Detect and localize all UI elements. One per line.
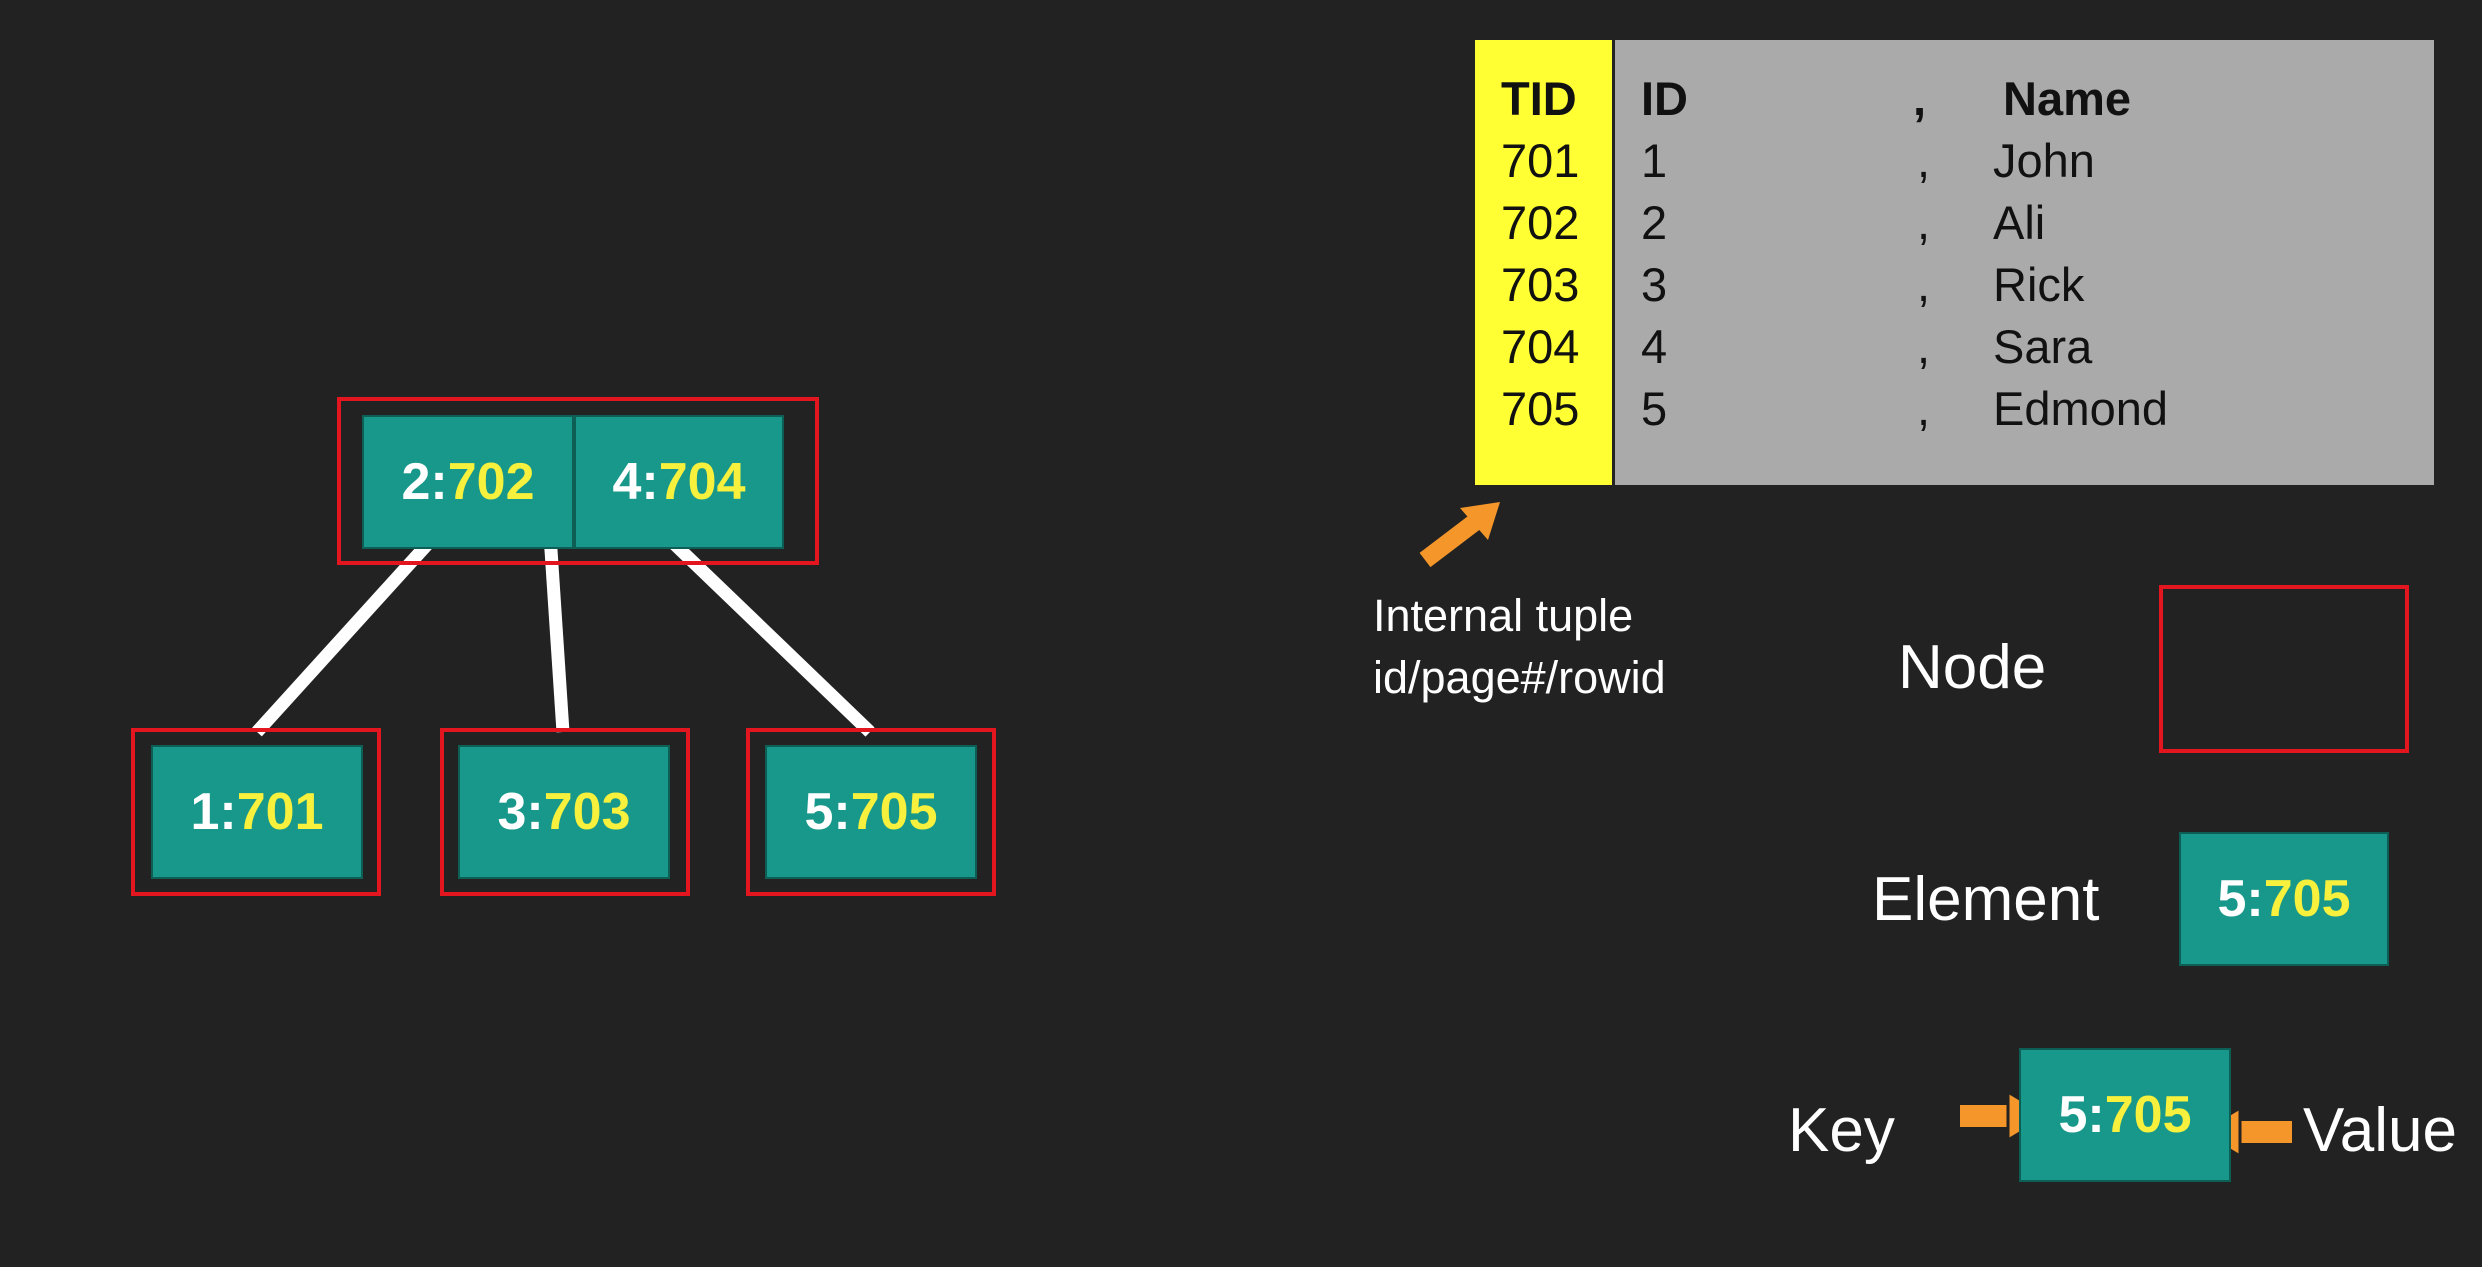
header-tid: TID	[1501, 72, 1577, 125]
element-value: 701	[236, 783, 324, 841]
row-1-tid: 701	[1501, 134, 1580, 187]
table-body	[1615, 40, 2434, 485]
row-5-name: Edmond	[1993, 382, 2169, 435]
leaf-node-5	[746, 728, 996, 896]
element-key: 5	[2058, 1086, 2088, 1144]
legend-node-label: Node	[1898, 633, 2047, 702]
root-element-2: 4:704	[574, 415, 784, 549]
row-3-name: Rick	[1993, 258, 2085, 311]
leaf-node-3	[440, 728, 690, 896]
row-5-sep: ,	[1917, 382, 1931, 435]
row-2-sep: ,	[1917, 196, 1931, 249]
element-value: 705	[2263, 870, 2351, 928]
legend-value-label: Value	[2303, 1096, 2457, 1165]
row-5-id: 5	[1641, 382, 1668, 435]
row-4-id: 4	[1641, 320, 1668, 373]
root-element-1: 2:702	[362, 415, 574, 549]
row-2-tid: 702	[1501, 196, 1580, 249]
annotation-line-1: Internal tuple	[1373, 590, 1634, 641]
edge-root-to-leaf-5	[660, 530, 875, 737]
leaf-element-1: 1:701	[151, 745, 363, 879]
element-value: 705	[850, 783, 938, 841]
legend-element: 5:705	[2179, 832, 2389, 966]
row-1-sep: ,	[1917, 134, 1931, 187]
element-key: 1	[190, 783, 220, 841]
leaf-element-5: 5:705	[765, 745, 977, 879]
legend-element-label: Element	[1872, 865, 2100, 934]
row-4-tid: 704	[1501, 320, 1580, 373]
element-value: 703	[543, 783, 631, 841]
row-3-sep: ,	[1917, 258, 1931, 311]
header-name: Name	[2003, 72, 2132, 125]
row-4-sep: ,	[1917, 320, 1931, 373]
row-5-tid: 705	[1501, 382, 1580, 435]
header-sep: ,	[1913, 72, 1927, 125]
root-node	[337, 397, 819, 565]
row-2-id: 2	[1641, 196, 1668, 249]
element-value: 704	[658, 453, 746, 511]
element-key: 3	[497, 783, 527, 841]
row-4-name: Sara	[1993, 320, 2093, 373]
row-3-tid: 703	[1501, 258, 1580, 311]
element-value: 702	[447, 453, 535, 511]
row-1-name: John	[1993, 134, 2095, 187]
row-3-id: 3	[1641, 258, 1668, 311]
row-1-id: 1	[1641, 134, 1668, 187]
legend-node-box	[2159, 585, 2409, 753]
tid-annotation: Internal tuple id/page#/rowid	[1373, 585, 1666, 709]
element-key: 2	[401, 453, 431, 511]
element-key: 4	[612, 453, 642, 511]
tuple-table: TID ID , Name 701 1 , John 702 2 , Ali 7…	[1475, 40, 2434, 485]
tid-column	[1475, 40, 1615, 485]
edge-root-to-leaf-3	[543, 534, 570, 733]
leaf-element-3: 3:703	[458, 745, 670, 879]
element-value: 705	[2104, 1086, 2192, 1144]
element-key: 5	[2217, 870, 2247, 928]
edge-root-to-leaf-1	[252, 533, 438, 737]
tid-arrow-icon	[1419, 502, 1500, 568]
leaf-node-1	[131, 728, 381, 896]
legend-key-label: Key	[1788, 1096, 1895, 1165]
header-id: ID	[1641, 72, 1688, 125]
legend-kv-element: 5:705	[2019, 1048, 2231, 1182]
element-key: 5	[804, 783, 834, 841]
row-2-name: Ali	[1993, 196, 2046, 249]
annotation-line-2: id/page#/rowid	[1373, 652, 1666, 703]
